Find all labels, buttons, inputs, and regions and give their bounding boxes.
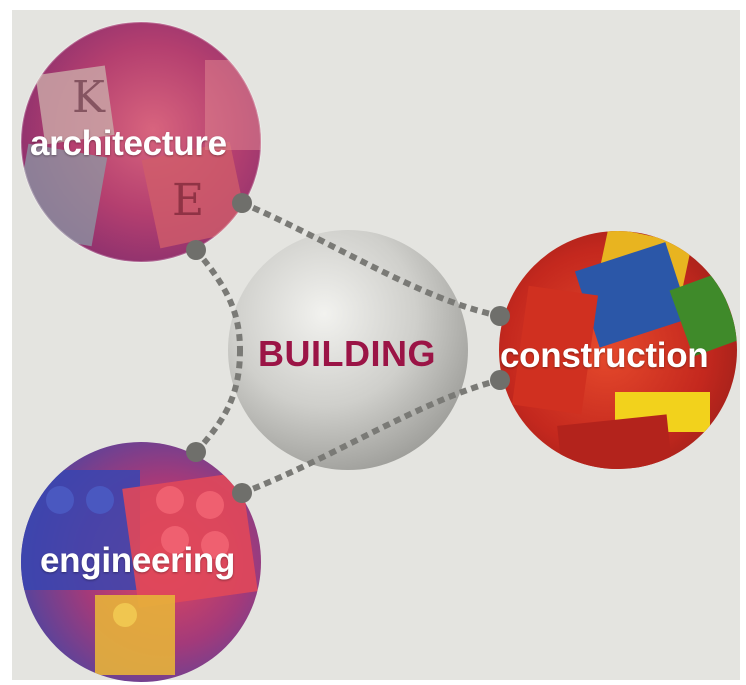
architecture-circle: K E xyxy=(20,21,262,263)
connector-dot xyxy=(186,442,206,462)
connector-architecture-center xyxy=(193,248,243,351)
connector-engineering-center xyxy=(193,349,243,455)
connector-engineering-construction xyxy=(240,377,501,496)
construction-label: construction xyxy=(500,336,709,375)
connector-architecture-construction xyxy=(240,200,501,319)
center-circle xyxy=(228,230,468,470)
connector-dots xyxy=(186,193,510,503)
connector-dot xyxy=(490,306,510,326)
connector-dot xyxy=(186,240,206,260)
svg-text:E: E xyxy=(172,175,204,226)
alphabet-blocks-icon: K E xyxy=(21,60,261,249)
architecture-label: architecture xyxy=(30,124,227,163)
engineering-label: engineering xyxy=(40,541,236,580)
connector-dot xyxy=(490,370,510,390)
svg-text:K: K xyxy=(72,72,106,123)
connector-dot xyxy=(232,483,252,503)
connector-dot xyxy=(232,193,252,213)
building-label: BUILDING xyxy=(258,333,436,374)
engineering-circle xyxy=(21,442,261,682)
connectors xyxy=(193,200,501,496)
construction-circle xyxy=(499,231,737,469)
wooden-blocks-icon xyxy=(511,231,737,469)
